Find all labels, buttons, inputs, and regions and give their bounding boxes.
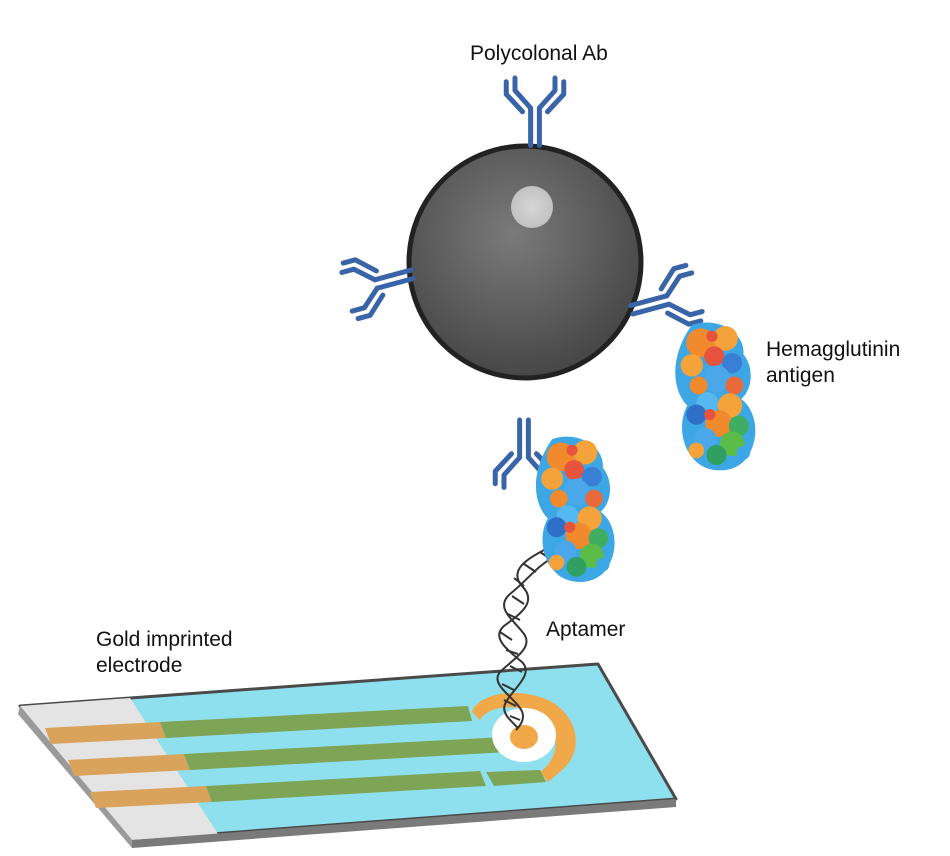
working-electrode (472, 692, 576, 786)
label-aptamer: Aptamer (546, 618, 625, 641)
contact-pad-3 (90, 786, 212, 808)
bead-highlight (511, 186, 553, 228)
label-hemagglutinin-line2: antigen (766, 364, 835, 387)
trace-1 (160, 706, 472, 738)
contact-pad-2 (68, 754, 190, 776)
hemagglutinin-antigen-captured (535, 436, 615, 582)
trace-3 (206, 771, 486, 802)
antibody-top (506, 78, 564, 146)
magnetic-bead (406, 143, 644, 381)
electrode-bottom-edge (132, 799, 676, 848)
label-electrode-line1: Gold imprinted (96, 628, 233, 651)
gold-imprinted-electrode (18, 662, 678, 848)
hemagglutinin-antigen-right (675, 322, 756, 471)
trace-2 (184, 737, 508, 770)
label-polyclonal-ab: Polycolonal Ab (470, 42, 608, 65)
label-electrode-line2: electrode (96, 654, 182, 677)
contact-pad-1 (45, 722, 166, 744)
label-hemagglutinin-line1: Hemagglutinin (766, 338, 900, 361)
electrode-side-edge (18, 706, 132, 848)
